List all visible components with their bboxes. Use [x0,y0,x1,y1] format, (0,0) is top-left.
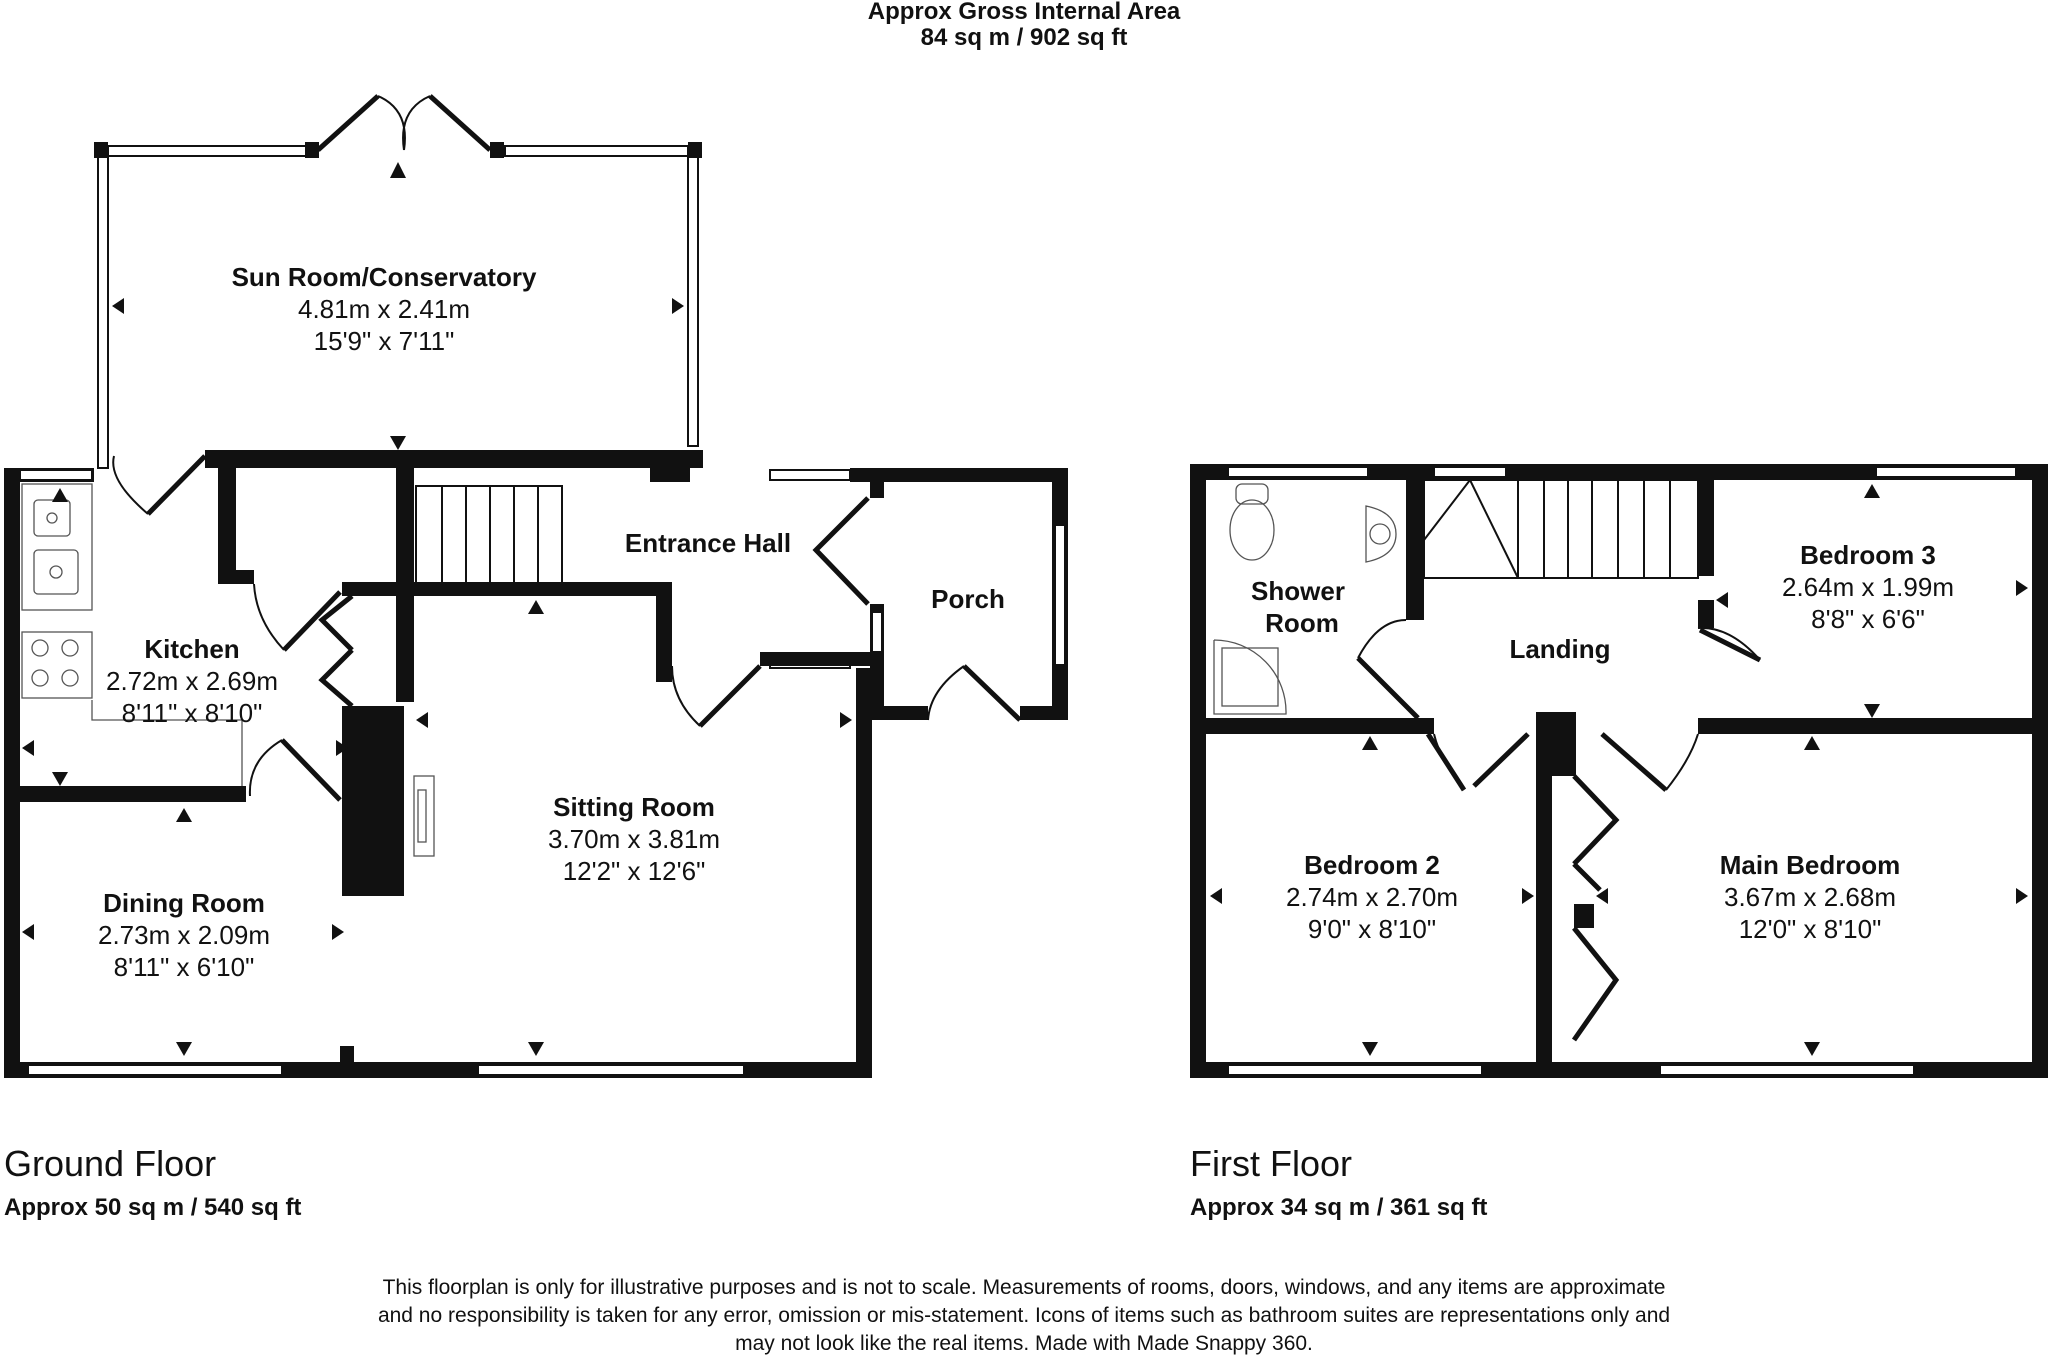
landing-name: Landing [1509,634,1610,664]
sunroom-metric: 4.81m x 2.41m [298,294,470,324]
ground-floor-plan: Sun Room/Conservatory 4.81m x 2.41m 15'9… [4,94,1068,1078]
fireplace-hearth [413,775,435,857]
sitting-room-name: Sitting Room [553,792,715,822]
kitchen-fittings [21,483,243,786]
shower-room-name-line2: Room [1265,608,1339,638]
first-floor-doors [1356,619,1762,1042]
porch-name: Porch [931,584,1005,614]
kitchen-name: Kitchen [144,634,239,664]
sunroom-french-doors [316,94,492,152]
first-floor-dimension-arrows [1210,484,2028,1056]
first-floor-area: Approx 34 sq m / 361 sq ft [1190,1194,1488,1221]
main-bedroom-name: Main Bedroom [1720,850,1901,880]
sitting-room-imperial: 12'2" x 12'6" [563,856,706,886]
ground-floor-area: Approx 50 sq m / 540 sq ft [4,1194,302,1221]
disclaimer-line-1: This floorplan is only for illustrative … [382,1276,1666,1299]
dining-room-name: Dining Room [103,888,265,918]
bedroom3-metric: 2.64m x 1.99m [1782,572,1954,602]
sunroom-name: Sun Room/Conservatory [232,262,537,292]
main-bedroom-metric: 3.67m x 2.68m [1724,882,1896,912]
ground-floor-name: Ground Floor [4,1143,217,1184]
dining-room-imperial: 8'11" x 6'10" [114,952,255,982]
kitchen-metric: 2.72m x 2.69m [106,666,278,696]
entrance-hall-name: Entrance Hall [625,528,791,558]
sitting-room-metric: 3.70m x 3.81m [548,824,720,854]
ground-floor-doors [112,454,1022,802]
gross-area-value: 84 sq m / 902 sq ft [920,24,1128,51]
bedroom2-name: Bedroom 2 [1304,850,1440,880]
first-floor-plan: Shower Room Landing Bedroom 3 2.64m x 1.… [1190,464,2048,1078]
first-floor-windows [1227,466,2017,1076]
ground-dimension-arrows [22,162,852,1056]
disclaimer-line-2: and no responsibility is taken for any e… [377,1304,1671,1327]
bedroom3-imperial: 8'8" x 6'6" [1811,604,1925,634]
fireplace-insert [417,789,427,843]
dining-room-metric: 2.73m x 2.09m [98,920,270,950]
shower-room-name-line1: Shower [1251,576,1345,606]
first-floor-name: First Floor [1190,1143,1352,1184]
gross-area-title: Approx Gross Internal Area [867,0,1181,25]
ground-stairs [415,485,563,585]
bedroom2-imperial: 9'0" x 8'10" [1308,914,1436,944]
shower-room-fittings [1213,483,1397,715]
disclaimer-line-3: may not look like the real items. Made w… [735,1332,1313,1355]
bedroom2-metric: 2.74m x 2.70m [1286,882,1458,912]
kitchen-imperial: 8'11" x 8'10" [122,698,263,728]
main-bedroom-imperial: 12'0" x 8'10" [1739,914,1882,944]
sunroom-glazing [94,142,702,469]
ground-floor-windows [19,469,1066,1076]
bedroom3-name: Bedroom 3 [1800,540,1936,570]
first-floor-stairs [1423,479,1699,579]
sunroom-imperial: 15'9" x 7'11" [314,326,455,356]
